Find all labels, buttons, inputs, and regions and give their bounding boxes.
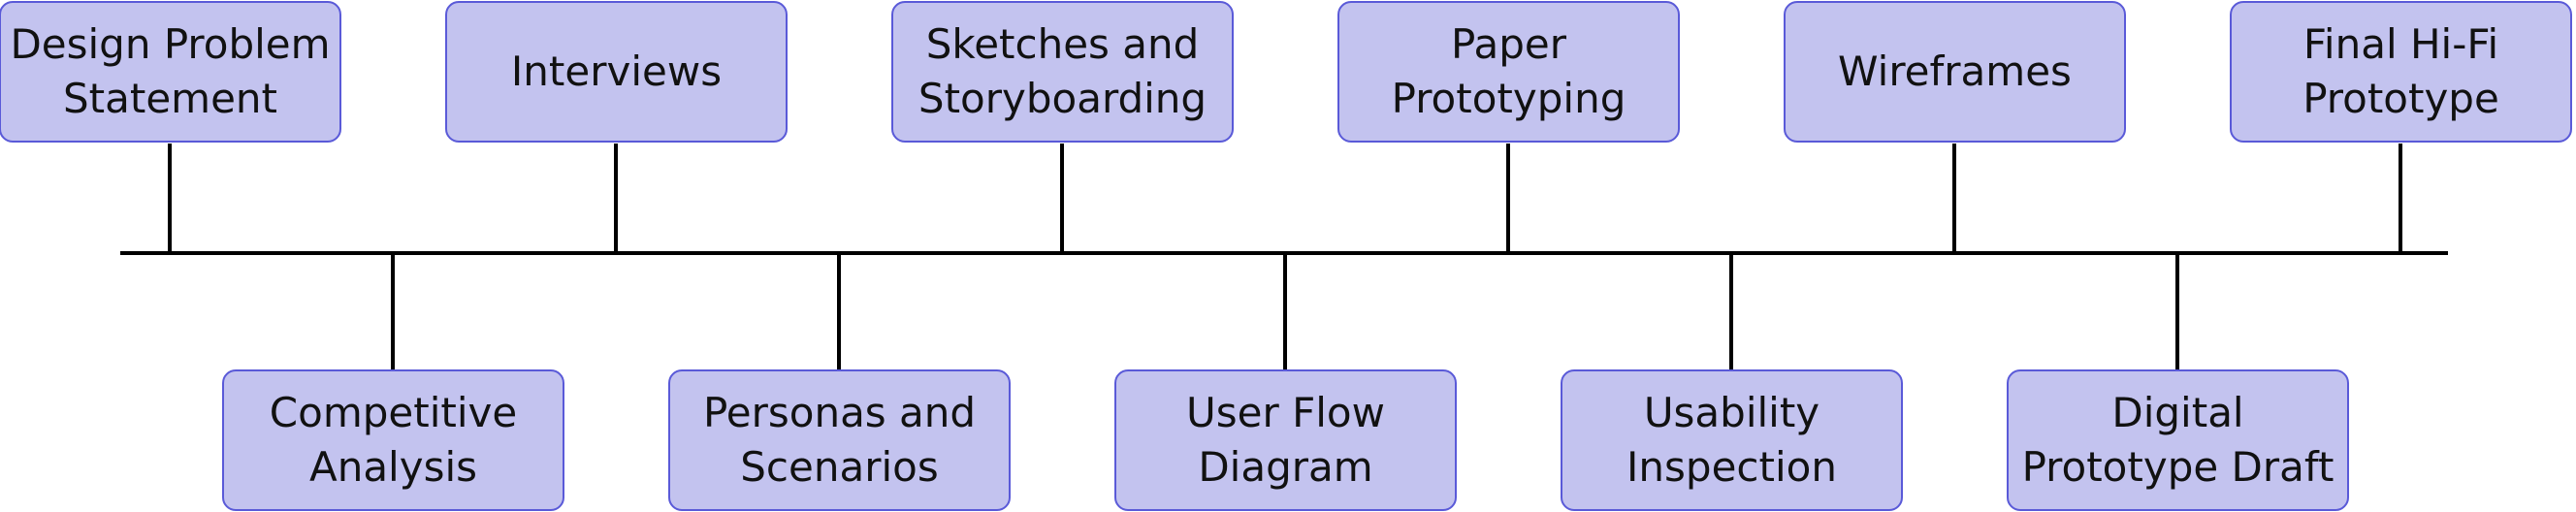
timeline-step-label: Design Problem Statement <box>10 20 331 122</box>
timeline-step-label: Competitive Analysis <box>269 389 518 491</box>
timeline-step-label: Sketches and Storyboarding <box>918 20 1208 122</box>
timeline-step-label: Interviews <box>510 48 723 95</box>
connector-line <box>2399 144 2402 253</box>
timeline-step-box: Digital Prototype Draft <box>2007 369 2349 511</box>
connector-line <box>614 144 618 253</box>
timeline-step-box: Design Problem Statement <box>0 1 341 143</box>
timeline-step-label: Paper Prototyping <box>1391 20 1626 122</box>
timeline-step-label: Final Hi-Fi Prototype <box>2302 20 2499 122</box>
connector-line <box>391 253 395 369</box>
timeline-step-label: Digital Prototype Draft <box>2021 389 2334 491</box>
connector-line <box>1952 144 1956 253</box>
timeline-step-label: Usability Inspection <box>1626 389 1837 491</box>
timeline-step-box: Personas and Scenarios <box>668 369 1011 511</box>
connector-line <box>1060 144 1064 253</box>
timeline-step-box: Paper Prototyping <box>1337 1 1680 143</box>
timeline-step-box: Final Hi-Fi Prototype <box>2230 1 2572 143</box>
timeline-step-box: Wireframes <box>1784 1 2126 143</box>
connector-line <box>1283 253 1287 369</box>
timeline-step-box: Sketches and Storyboarding <box>891 1 1234 143</box>
timeline-step-box: Interviews <box>445 1 788 143</box>
timeline-step-box: Usability Inspection <box>1561 369 1903 511</box>
timeline-step-box: User Flow Diagram <box>1114 369 1457 511</box>
timeline-step-box: Competitive Analysis <box>222 369 564 511</box>
connector-line <box>1506 144 1510 253</box>
connector-line <box>2175 253 2179 369</box>
connector-line <box>1729 253 1733 369</box>
connector-line <box>168 144 172 253</box>
timeline-step-label: Personas and Scenarios <box>702 389 977 491</box>
timeline-step-label: Wireframes <box>1838 48 2072 95</box>
timeline-step-label: User Flow Diagram <box>1186 389 1385 491</box>
connector-line <box>837 253 841 369</box>
